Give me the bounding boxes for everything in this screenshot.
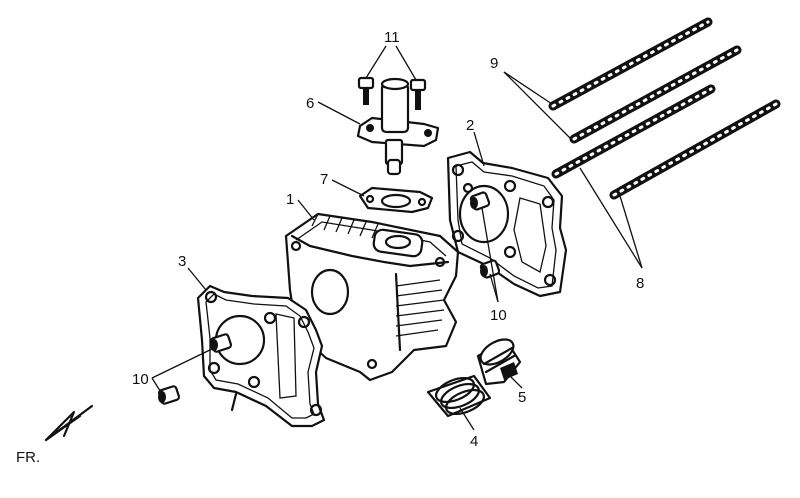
callout-7: 7 [320, 171, 328, 188]
dowel-pin-rear-lower [479, 259, 501, 279]
stud-bolts [548, 17, 781, 200]
piston [476, 338, 522, 386]
bolt-right [409, 78, 427, 110]
callout-11: 11 [384, 29, 400, 46]
stud-bolt-upper-2 [569, 45, 742, 144]
dowel-pin-rear-upper [469, 191, 491, 211]
cylinder-head-gasket-rear [446, 150, 568, 298]
stud-bolt-lower-2 [609, 99, 781, 200]
callout-5: 5 [518, 389, 526, 406]
stud-bolt-lower-1 [551, 84, 716, 179]
bolt-left [357, 76, 375, 105]
dowel-pin-front-upper [209, 333, 233, 353]
callout-9: 9 [490, 55, 498, 72]
callout-6: 6 [306, 95, 314, 112]
stud-bolt-upper-1 [548, 17, 713, 111]
dowel-pin-front-lower [157, 385, 181, 405]
cam-chain-tensioner [356, 77, 440, 176]
callout-10-left: 10 [132, 371, 149, 388]
callout-2: 2 [466, 117, 474, 134]
front-label: FR. [16, 449, 40, 466]
callout-1: 1 [286, 191, 294, 208]
piston-ring-set [426, 374, 492, 418]
tensioner-gasket [358, 186, 434, 214]
front-direction-arrow [44, 404, 94, 442]
callout-3: 3 [178, 253, 186, 270]
leader-lines [151, 45, 643, 431]
callout-4: 4 [470, 433, 478, 450]
cylinder [284, 212, 460, 382]
callout-10-right: 10 [490, 307, 507, 324]
callout-8: 8 [636, 275, 644, 292]
